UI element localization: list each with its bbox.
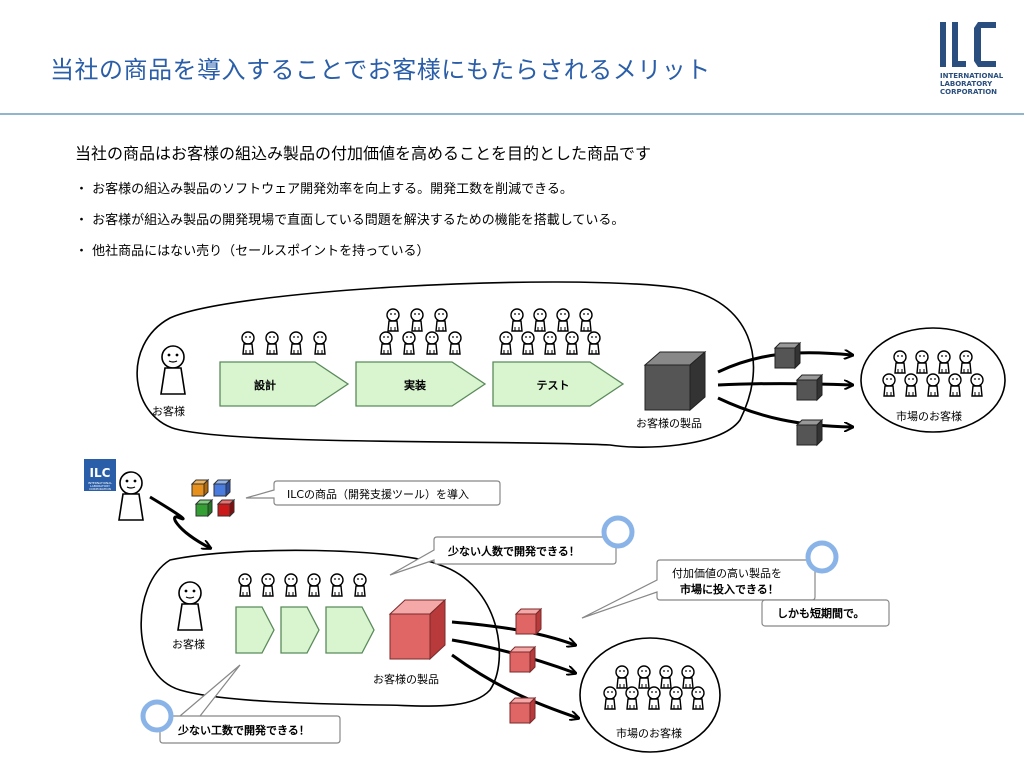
step-label-test: テスト [537,379,570,392]
ilc-small-logo-sub: CORPORATION [89,487,111,491]
ilc-intro-arrow [149,495,210,548]
logo-bar-i [940,22,946,67]
logo-sub-line: LABORATORY [940,80,993,88]
ilc-small-logo-sub: INTERNATIONAL [88,481,112,485]
fewer-effort-callout-ring [140,699,174,733]
bottom-step-arrow-3 [325,606,375,654]
top-product-cube [643,350,707,412]
top-market-label: 市場のお客様 [896,409,962,423]
value-callout-line2: 市場に投入できる！ [680,582,779,596]
step-arrow-design [219,361,350,407]
logo-bar-l-foot [952,61,966,67]
ilc-product-cubes [190,478,236,518]
ilc-person-icon [118,471,144,521]
bottom-customer-icon [177,581,203,631]
step-label-design: 設計 [254,378,276,392]
ilc-small-logo-sub: LABORATORY [90,484,110,488]
step-arrow-implement [355,361,487,407]
bullet-item: ・ お客様の組込み製品のソフトウェア開発効率を向上する。開発工数を削減できる。 [75,182,573,197]
top-product-label: お客様の製品 [636,416,702,430]
value-callout-line1: 付加価値の高い製品を [672,566,782,580]
value-callout-ring [805,540,839,574]
bullet-item: ・ 他社商品にはない売り（セールスポイントを持っている） [75,244,430,259]
ilc-logo [940,22,996,67]
bottom-step-arrow-2 [280,606,320,654]
fewer-effort-callout-text: 少ない工数で開発できる！ [177,723,310,737]
logo-bar-l [952,22,958,67]
short-time-callout-text: しかも短期間で。 [777,606,865,620]
page-title: 当社の商品を導入することでお客様にもたらされるメリット [50,56,711,84]
intro-text: 当社の商品はお客様の組込み製品の付加価値を高めることを目的とした商品です [75,144,652,163]
top-customer-label: お客様 [152,404,185,418]
ilc-intro-callout-bubble [245,480,501,506]
bottom-scenario-blob [140,549,501,707]
bullet-item: ・ お客様が組込み製品の開発現場で直面している問題を解決するための機能を搭載して… [75,213,625,228]
ilc-small-logo: ILC INTERNATIONAL LABORATORY CORPORATION [84,459,116,491]
ilc-intro-callout-text: ILCの商品（開発支援ツール）を導入 [287,487,469,501]
top-shipped-boxes [773,341,824,447]
fewer-people-callout-bubble [389,536,617,576]
value-callout-bubble [581,559,816,619]
step-label-implement: 実装 [404,378,426,392]
logo-sub-line: CORPORATION [940,88,998,96]
customer-icon [160,345,186,395]
bottom-customer-label: お客様 [172,637,205,651]
ilc-small-logo-text: ILC [90,466,111,480]
bottom-step-arrow-1 [235,606,275,654]
title-divider [0,113,1024,115]
logo-sub-line: INTERNATIONAL [940,72,1004,80]
logo-subtext: INTERNATIONAL LABORATORY CORPORATION [940,72,1003,96]
logo-bar-c [974,22,996,67]
bottom-product-cube [388,598,447,661]
fewer-people-callout-text: 少ない人数で開発できる！ [447,544,580,558]
short-time-callout-bubble [761,599,890,627]
bottom-product-label: お客様の製品 [373,672,439,686]
bottom-shipped-boxes [508,607,543,725]
bottom-market-label: 市場のお客様 [616,726,682,740]
fewer-people-callout-ring [601,515,635,549]
step-arrow-test [492,361,625,407]
